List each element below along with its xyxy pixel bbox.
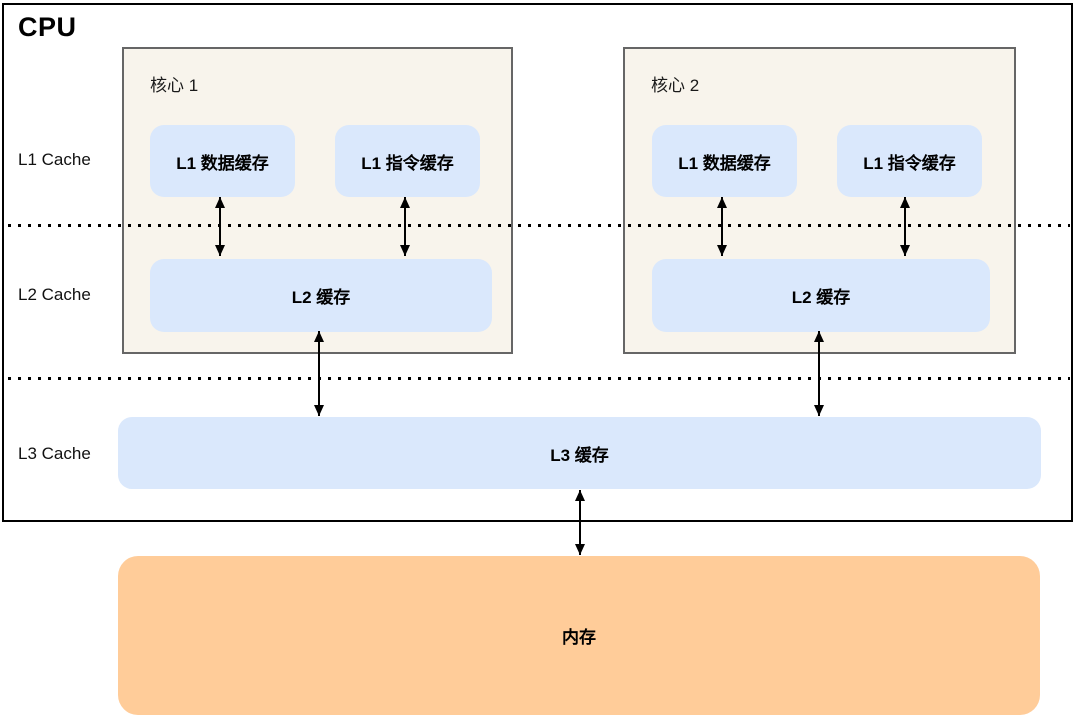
core-1-l1-data-cache: L1 数据缓存 bbox=[150, 125, 295, 197]
arrow-core2-l1inst-l2 bbox=[900, 197, 910, 256]
cpu-title: CPU bbox=[18, 12, 77, 42]
core-2-box: 核心 2 L1 数据缓存 L1 指令缓存 L2 缓存 bbox=[623, 47, 1016, 354]
core-2-l1-data-cache: L1 数据缓存 bbox=[652, 125, 797, 197]
core-1-l2-cache: L2 缓存 bbox=[150, 259, 492, 332]
core-2-label: 核心 2 bbox=[651, 76, 700, 95]
arrow-core1-l1inst-l2 bbox=[400, 197, 410, 256]
l1-l2-dotted-separator bbox=[8, 224, 1070, 227]
core-1-label: 核心 1 bbox=[150, 76, 199, 95]
arrow-core1-l2-l3 bbox=[314, 331, 324, 416]
cpu-boundary-box bbox=[2, 3, 1073, 522]
memory-box: 内存 bbox=[118, 556, 1040, 715]
row-label-l1-cache: L1 Cache bbox=[18, 150, 91, 169]
arrow-core2-l2-l3 bbox=[814, 331, 824, 416]
core-2-l1-instruction-cache: L1 指令缓存 bbox=[837, 125, 982, 197]
core-1-l1-instruction-cache: L1 指令缓存 bbox=[335, 125, 480, 197]
arrow-core2-l1data-l2 bbox=[717, 197, 727, 256]
l3-cache-box: L3 缓存 bbox=[118, 417, 1041, 489]
arrow-core1-l1data-l2 bbox=[215, 197, 225, 256]
row-label-l2-cache: L2 Cache bbox=[18, 285, 91, 304]
row-label-l3-cache: L3 Cache bbox=[18, 444, 91, 463]
arrow-l3-memory bbox=[575, 490, 585, 555]
core-1-box: 核心 1 L1 数据缓存 L1 指令缓存 L2 缓存 bbox=[122, 47, 513, 354]
l2-l3-dotted-separator bbox=[8, 377, 1070, 380]
core-2-l2-cache: L2 缓存 bbox=[652, 259, 990, 332]
